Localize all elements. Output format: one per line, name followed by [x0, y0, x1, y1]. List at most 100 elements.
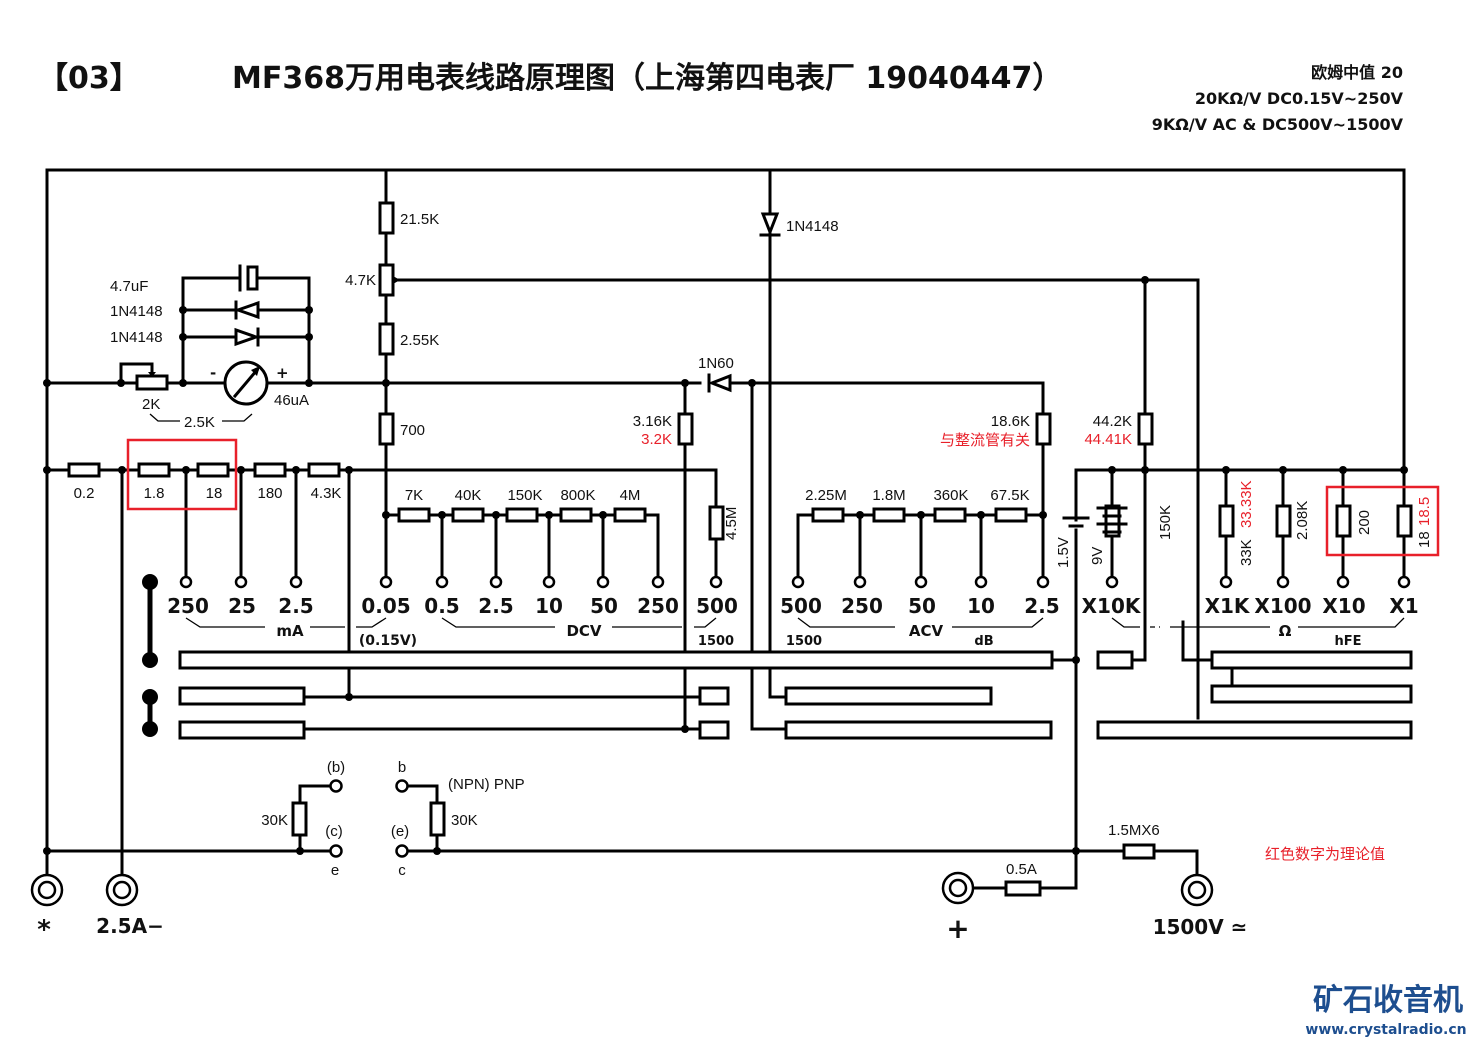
range-terminal[interactable] [179, 575, 193, 589]
junction-dot [43, 847, 51, 855]
range-dcv-label: DCV [566, 622, 601, 640]
range-terminal[interactable] [379, 575, 393, 589]
junction-dot [305, 379, 313, 387]
switch-bar-left-1[interactable] [178, 686, 306, 706]
test-jacks[interactable] [30, 871, 1214, 907]
range-terminal[interactable] [974, 575, 988, 589]
label-30k-right: 30K [451, 812, 478, 829]
range-leaders [185, 617, 1405, 628]
range-terminal[interactable] [1036, 575, 1050, 589]
label-46ua: 46uA [274, 392, 309, 409]
junction-dot [305, 306, 313, 314]
range-terminal[interactable] [435, 575, 449, 589]
component-labels: 4.7uF 1N4148 1N4148 2K 2.5K 46uA - + 21.… [74, 211, 1433, 879]
junction-dot [382, 511, 390, 519]
label-battery-9v: 9V [1089, 547, 1106, 565]
resistor-3-16k [677, 412, 694, 446]
label-dcv-40k: 40K [455, 487, 482, 504]
switch-bar-small-1[interactable] [698, 686, 730, 706]
switch-bar-ohm-1[interactable] [1210, 650, 1413, 670]
label-44-41k-theory: 44.41K [1084, 431, 1132, 448]
junction-dot [681, 725, 689, 733]
label-b-pnp: b [398, 759, 406, 776]
jack-plus[interactable] [941, 871, 975, 905]
junction-dot [438, 511, 446, 519]
range-terminal[interactable] [1219, 575, 1233, 589]
jack-2-5a[interactable] [105, 873, 139, 907]
range-terminal[interactable] [1105, 575, 1119, 589]
acv-67-5k [994, 507, 1028, 523]
switch-bar-ohm-3[interactable] [1096, 720, 1413, 740]
transistor-socket-pin[interactable] [395, 779, 409, 793]
junction-dot [179, 379, 187, 387]
label-3-16k: 3.16K [633, 413, 672, 430]
range-terminal[interactable] [791, 575, 805, 589]
resistor-150k [1104, 504, 1121, 538]
label-rectifier-note: 与整流管有关 [940, 432, 1030, 449]
transistor-socket-pin[interactable] [329, 779, 343, 793]
resistor-30k-right [429, 801, 446, 837]
switch-bar-acv-1[interactable] [784, 686, 993, 706]
range-acv-50: 50 [908, 594, 936, 618]
switch-bar-left-2[interactable] [178, 720, 306, 740]
range-terminal[interactable] [234, 575, 248, 589]
range-terminal[interactable] [1276, 575, 1290, 589]
label-33-33k-theory: 33.33K [1238, 480, 1255, 528]
range-terminal[interactable] [489, 575, 503, 589]
junction-dot [433, 847, 441, 855]
switch-bar-main[interactable] [178, 650, 1054, 670]
range-terminals[interactable] [179, 575, 1411, 858]
range-ma-25: 25 [228, 594, 256, 618]
label-dcv-7k: 7K [405, 487, 423, 504]
label-shunt-0-2: 0.2 [74, 485, 95, 502]
junction-dot [345, 466, 353, 474]
junction-dot [118, 466, 126, 474]
junction-dot [1108, 466, 1116, 474]
junction-dot [1141, 466, 1149, 474]
diode-icon [233, 300, 260, 320]
fuse-0-5a [1004, 880, 1042, 897]
range-terminal[interactable] [1397, 575, 1411, 589]
range-labels: 250 25 2.5 mA 0.05 (0.15V) 0.5 2.5 10 50… [167, 594, 1419, 649]
label-dcv-150k: 150K [507, 487, 542, 504]
range-terminal[interactable] [914, 575, 928, 589]
range-terminal[interactable] [1336, 575, 1350, 589]
label-shunt-1-8: 1.8 [144, 485, 165, 502]
junction-dot [681, 379, 689, 387]
label-33k: 33K [1238, 539, 1255, 566]
range-terminal[interactable] [651, 575, 665, 589]
transistor-socket-pin[interactable] [395, 844, 409, 858]
range-ma-2-5: 2.5 [278, 594, 313, 618]
label-1n60: 1N60 [698, 355, 734, 372]
range-terminal[interactable] [853, 575, 867, 589]
label-2-08k: 2.08K [1294, 501, 1311, 540]
range-acv-2-5: 2.5 [1024, 594, 1059, 618]
label-1-5mx6: 1.5MX6 [1108, 822, 1160, 839]
label-acv-360k: 360K [933, 487, 968, 504]
jack-1500v[interactable] [1180, 873, 1214, 907]
transistor-socket-pin[interactable] [329, 844, 343, 858]
range-switch[interactable] [142, 574, 1413, 740]
label-cap: 4.7uF [110, 278, 148, 295]
label-diode2: 1N4148 [110, 329, 163, 346]
label-2-5k: 2.5K [184, 414, 215, 431]
range-terminal[interactable] [542, 575, 556, 589]
junction-dot [748, 379, 756, 387]
switch-bar-ohm-2[interactable] [1210, 684, 1413, 704]
label-shunt-4-3k: 4.3K [311, 485, 342, 502]
resistor-700 [378, 412, 395, 446]
label-transistor-type: (NPN) PNP [448, 776, 525, 793]
range-acv-label: ACV [909, 622, 944, 640]
range-terminal[interactable] [596, 575, 610, 589]
switch-bar-x10k[interactable] [1096, 650, 1134, 670]
label-44-2k: 44.2K [1093, 413, 1132, 430]
range-terminal[interactable] [289, 575, 303, 589]
range-dcv-0-5: 0.5 [424, 594, 459, 618]
range-terminal[interactable] [709, 575, 723, 589]
jack-common[interactable] [30, 873, 64, 907]
switch-bar-acv-2[interactable] [784, 720, 1053, 740]
resistor-18 [1396, 504, 1413, 538]
switch-bar-small-2[interactable] [698, 720, 730, 740]
battery-9v-icon [1096, 506, 1128, 534]
